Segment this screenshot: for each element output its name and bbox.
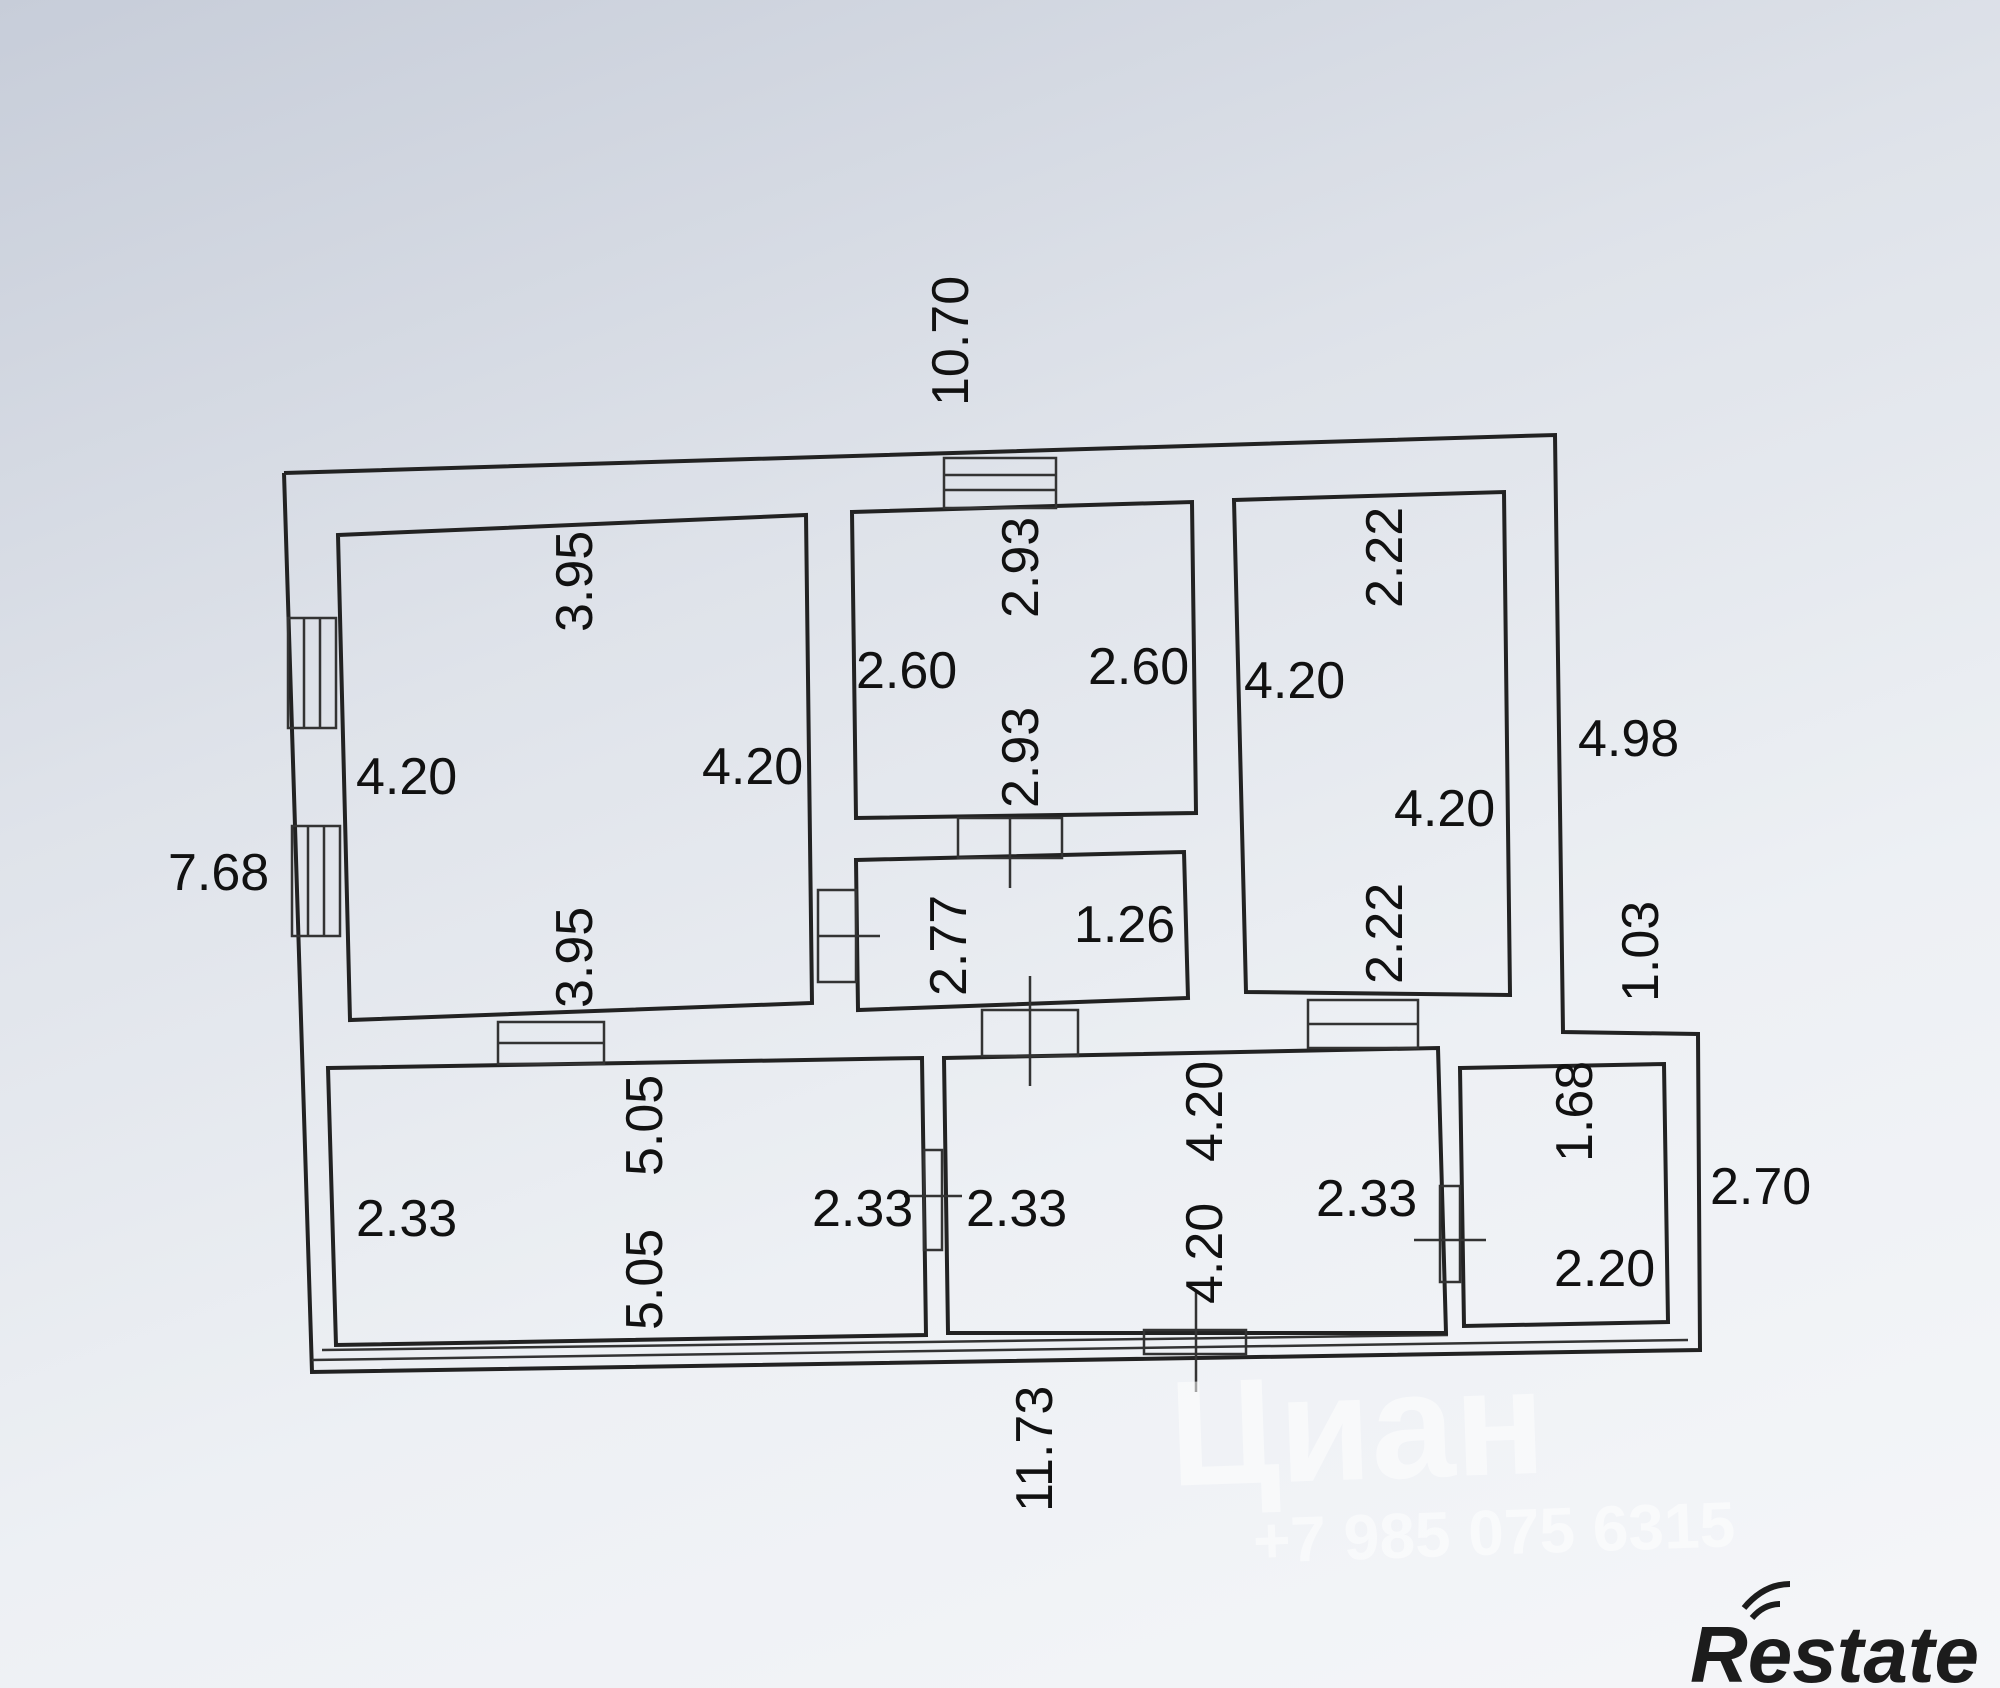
watermark-brand: Циан — [1166, 1337, 1547, 1518]
dim-room-a-right: 4.20 — [702, 738, 803, 796]
dim-room-e-top: 4.20 — [1176, 1061, 1234, 1162]
dim-room-c-bottom: 2.22 — [1356, 883, 1414, 984]
door-hall-bottom — [980, 976, 1080, 1086]
dim-room-c-top: 2.22 — [1356, 507, 1414, 608]
restate-logo: Restate — [1690, 1581, 1979, 1688]
watermark-phone: +7 985 075 6315 — [1252, 1488, 1736, 1577]
dim-room-e-left: 2.33 — [966, 1180, 1067, 1238]
door-bath — [1414, 1184, 1486, 1284]
room-a-outline — [335, 512, 815, 1023]
dim-room-d-bottom: 5.05 — [616, 1229, 674, 1330]
signal-icon — [1749, 1601, 1781, 1621]
dim-hall-left: 2.77 — [920, 895, 978, 996]
outer-walls — [282, 432, 1703, 1375]
dim-bath-top: 1.68 — [1546, 1061, 1604, 1162]
room-b-outline — [849, 499, 1199, 821]
dim-room-b-bottom: 2.93 — [992, 707, 1050, 808]
dim-room-e-bottom: 4.20 — [1176, 1203, 1234, 1304]
dim-room-d-top: 5.05 — [616, 1075, 674, 1176]
dim-room-c-left: 4.20 — [1244, 652, 1345, 710]
dim-total-left: 7.68 — [168, 844, 269, 902]
room-e-outline — [941, 1045, 1449, 1335]
door-room-e-bottom — [1142, 1290, 1248, 1392]
dim-room-a-left: 4.20 — [356, 748, 457, 806]
room-c-outline — [1231, 489, 1513, 998]
door-room-a — [496, 1020, 606, 1066]
door-room-b — [956, 816, 1064, 888]
dim-room-b-right: 2.60 — [1088, 638, 1189, 696]
door-hall-left — [816, 888, 880, 984]
door-room-c — [1306, 998, 1420, 1050]
window-top — [942, 456, 1058, 510]
window-left-2 — [290, 824, 342, 938]
dim-room-e-right: 2.33 — [1316, 1170, 1417, 1228]
dim-hall-right: 1.26 — [1074, 896, 1175, 954]
dim-bath-right: 2.70 — [1710, 1158, 1811, 1216]
dim-total-top: 10.70 — [922, 276, 980, 406]
dim-room-a-top: 3.95 — [546, 531, 604, 632]
dim-room-a-bottom: 3.95 — [546, 907, 604, 1008]
dim-room-b-top: 2.93 — [992, 517, 1050, 618]
dim-total-bottom: 11.73 — [1006, 1386, 1064, 1512]
dim-bath-bottom: 2.20 — [1554, 1240, 1655, 1298]
door-room-d — [904, 1148, 962, 1252]
dim-room-d-right: 2.33 — [812, 1180, 913, 1238]
dim-room-c-right: 4.20 — [1394, 780, 1495, 838]
hall-outline — [853, 849, 1191, 1013]
signal-icon-outer — [1741, 1581, 1791, 1610]
room-d-outline — [325, 1055, 929, 1348]
window-left-1 — [286, 616, 338, 730]
watermark: Циан +7 985 075 6315 — [1166, 1337, 1736, 1577]
dim-right-step: 1.03 — [1612, 901, 1670, 1002]
dim-room-b-left: 2.60 — [856, 642, 957, 700]
logo-text: Restate — [1690, 1610, 1979, 1688]
dim-room-d-left: 2.33 — [356, 1190, 457, 1248]
dim-total-right: 4.98 — [1578, 710, 1679, 768]
